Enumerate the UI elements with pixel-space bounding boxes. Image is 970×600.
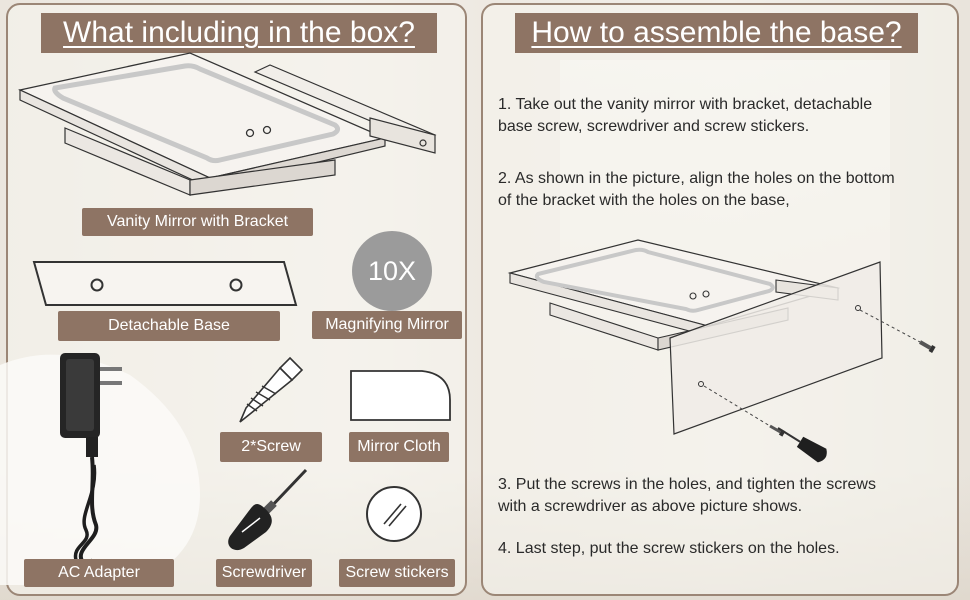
- screw-stickers-label: Screw stickers: [339, 559, 455, 587]
- ac-adapter-illustration: [0, 353, 200, 585]
- screw-label: 2*Screw: [220, 432, 322, 462]
- screwdriver-label: Screwdriver: [216, 559, 312, 587]
- assembly-step-3: 3. Put the screws in the holes, and tigh…: [498, 476, 876, 515]
- assembly-step-4: 4. Last step, put the screw stickers on …: [498, 540, 840, 557]
- assembly-step-1: 1. Take out the vanity mirror with brack…: [498, 96, 873, 135]
- magnifying-mirror-label: Magnifying Mirror: [312, 311, 462, 339]
- magnifying-mirror-badge: 10X: [352, 231, 432, 311]
- ac-adapter-label: AC Adapter: [24, 559, 174, 587]
- screw-stickers-illustration: [366, 486, 422, 542]
- screwdriver-illustration: [228, 468, 308, 551]
- mirror-cloth-label: Mirror Cloth: [349, 432, 449, 462]
- assembly-step-2: 2. As shown in the picture, align the ho…: [498, 170, 895, 209]
- screw-illustration: [239, 356, 304, 423]
- assembly-title: How to assemble the base?: [515, 13, 918, 53]
- detachable-base-label: Detachable Base: [58, 311, 280, 341]
- detachable-base-illustration: [32, 261, 298, 306]
- mirror-bracket-label: Vanity Mirror with Bracket: [82, 208, 313, 236]
- mirror-bracket-illustration: [17, 52, 437, 196]
- box-contents-title: What including in the box?: [41, 13, 437, 53]
- mirror-cloth-illustration: [350, 370, 451, 421]
- assembly-illustration: [507, 239, 936, 463]
